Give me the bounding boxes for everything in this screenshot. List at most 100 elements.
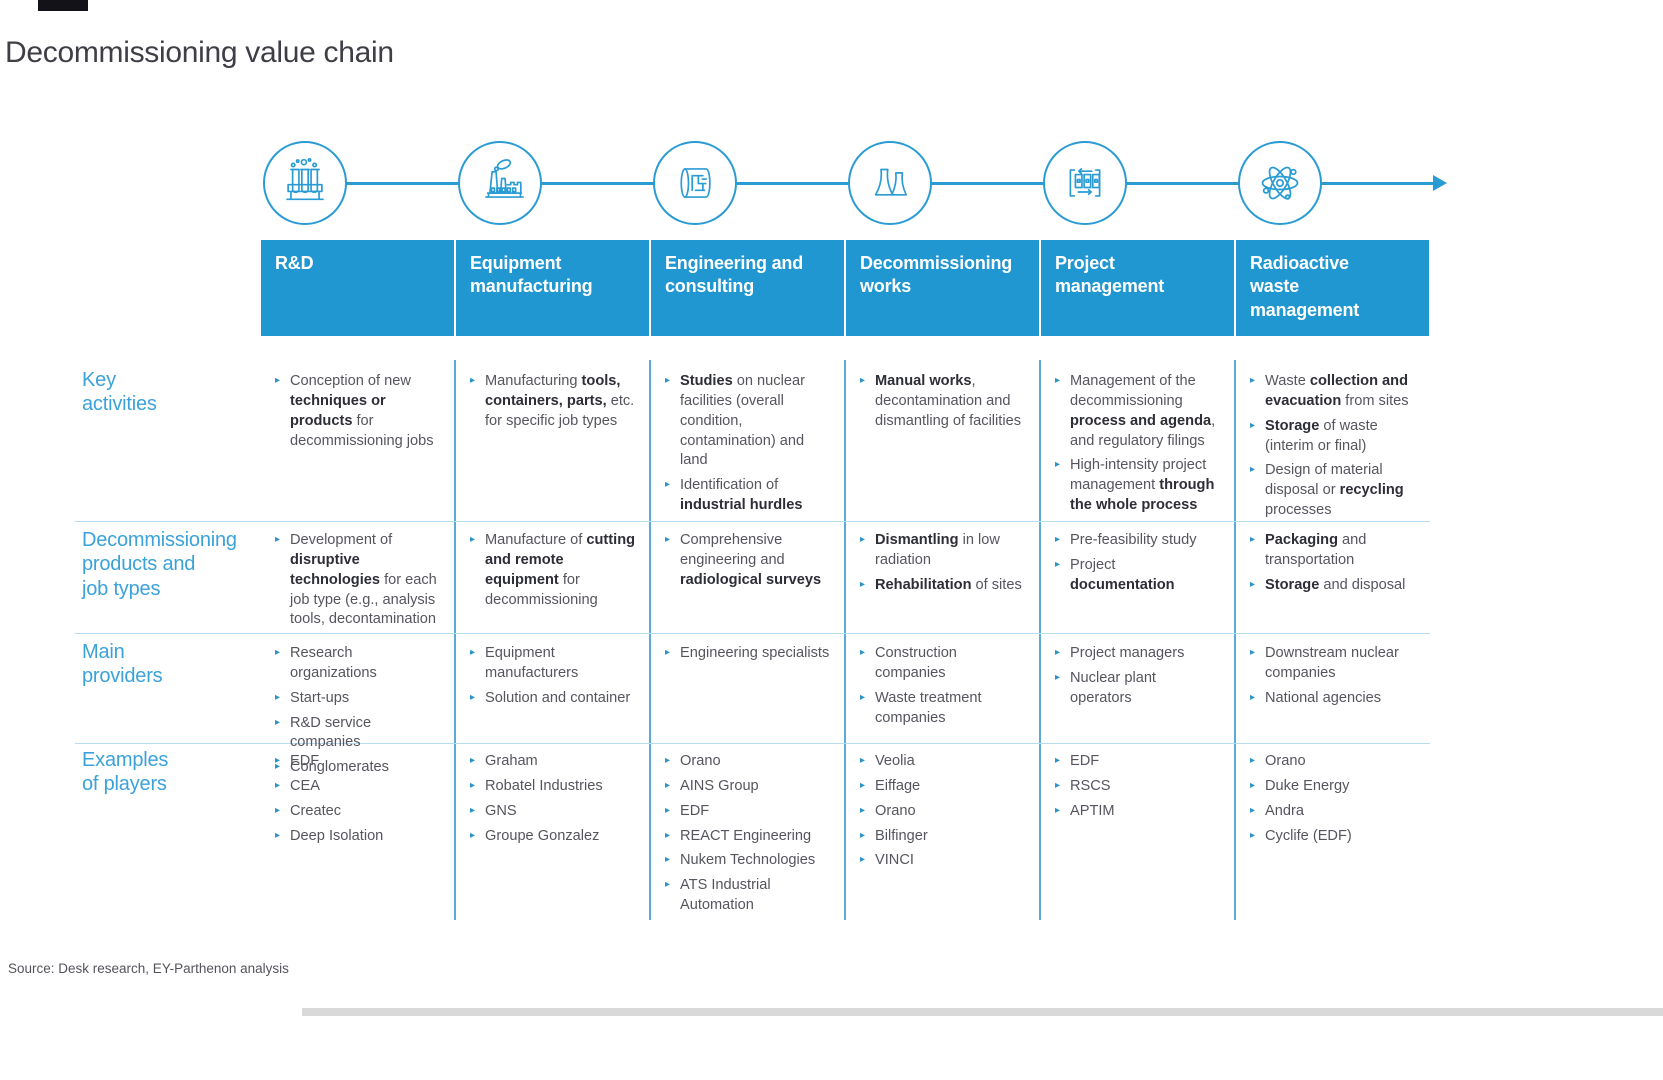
factory-icon	[473, 156, 527, 210]
bullet-triangle-icon: ▸	[665, 879, 671, 891]
bullet-triangle-icon: ▸	[1250, 647, 1256, 658]
table-cell: ▸Packaging and transportation▸Storage an…	[1250, 531, 1416, 601]
bullet-triangle-icon: ▸	[470, 375, 476, 386]
bullet-triangle-icon: ▸	[665, 479, 671, 491]
bullet-text: Development of disruptive technologies f…	[290, 532, 437, 628]
column-header-equipment-manufacturing: Equipment manufacturing	[456, 240, 649, 336]
chain-step-circle-r-d	[263, 141, 347, 225]
bullet-triangle-icon: ▸	[665, 779, 671, 791]
bullet-item: ▸ Solution and container	[470, 689, 636, 709]
bullet-triangle-icon: ▸	[1250, 578, 1256, 590]
bullet-item: ▸Research organizations	[275, 644, 441, 684]
bullet-item: ▸ Manufacturing tools, containers, parts,…	[470, 372, 636, 432]
bullet-item: ▸ Deep Isolation	[275, 827, 441, 847]
bullet-triangle-icon: ▸	[1055, 647, 1061, 658]
bullet-item: ▸Waste treatment companies	[860, 689, 1026, 729]
bullet-text: Deep Isolation	[290, 827, 384, 844]
source-note: Source: Desk research, EY-Parthenon anal…	[8, 961, 289, 976]
bullet-item: ▸Start-ups	[275, 689, 441, 709]
bullet-text: RSCS	[1070, 777, 1111, 794]
bullet-text: Waste treatment companies	[875, 689, 982, 726]
bullet-triangle-icon: ▸	[665, 534, 671, 545]
bullet-text: Project managers	[1070, 645, 1185, 661]
bullet-text: Storage of waste (interim or final)	[1265, 417, 1378, 454]
table-cell: ▸Project managers▸Nuclear plant operator…	[1055, 644, 1221, 714]
bullet-item: ▸Cyclife (EDF)	[1250, 827, 1416, 847]
bullet-text: Conglomerates	[290, 759, 389, 776]
bullet-text: Management of the decommissioning proces…	[1070, 373, 1216, 449]
bullet-triangle-icon: ▸	[665, 829, 671, 841]
bullet-item: ▸ Orano	[665, 752, 831, 772]
bullet-item: ▸Construction companies	[860, 644, 1026, 684]
table-cell: ▸Engineering specialists	[665, 644, 831, 669]
column-header-decommissioning-works: Decommissioning works	[846, 240, 1039, 336]
bullet-item: ▸Groupe Gonzalez	[470, 827, 636, 847]
bullet-item: ▸Manual works, decontamination and disma…	[860, 372, 1026, 432]
page-title: Decommissioning value chain	[5, 36, 394, 69]
bullet-text: Veolia	[875, 753, 915, 769]
bullet-triangle-icon: ▸	[665, 755, 671, 766]
bullet-text: Cyclife (EDF)	[1265, 827, 1352, 844]
bullet-triangle-icon: ▸	[1250, 464, 1256, 476]
bullet-triangle-icon: ▸	[275, 755, 281, 766]
bullet-triangle-icon: ▸	[470, 779, 476, 791]
table-cell: ▸ Waste collection and evacuation from si…	[1250, 372, 1416, 526]
bullet-text: Andra	[1265, 802, 1304, 819]
chain-step-circle-radioactive-waste-management	[1238, 141, 1322, 225]
bullet-text: AINS Group	[680, 777, 759, 794]
table-cell: ▸Downstream nuclear companies▸National a…	[1250, 644, 1416, 714]
bullet-triangle-icon: ▸	[275, 761, 281, 773]
bullet-triangle-icon: ▸	[470, 829, 476, 841]
bullet-text: Design of material disposal or recycling…	[1265, 462, 1404, 519]
bullet-item: ▸Createc	[275, 802, 441, 822]
bullet-text: High-intensity project management throug…	[1070, 457, 1215, 514]
row-divider	[75, 743, 1430, 744]
bullet-text: R&D service companies	[290, 714, 372, 751]
bullet-text: Solution and container	[485, 689, 631, 706]
bullet-item: ▸Graham	[470, 752, 636, 772]
chain-step-circle-equipment-manufacturing	[458, 141, 542, 225]
bullet-text: Studies on nuclear facilities (overall c…	[680, 373, 805, 469]
bullet-text: Conception of new techniques or products…	[290, 373, 434, 449]
bullet-text: VINCI	[875, 852, 914, 869]
bullet-triangle-icon: ▸	[470, 691, 476, 703]
bullet-item: ▸ Conglomerates	[275, 758, 441, 778]
bullet-item: ▸Comprehensive engineering and radiologi…	[665, 531, 831, 591]
bullet-text: Manufacturing tools, containers, parts, …	[485, 373, 635, 429]
bullet-text: Orano	[680, 753, 721, 769]
table-cell: ▸EDF▸CEA▸Createc▸Deep Isolation	[275, 752, 441, 851]
bullet-triangle-icon: ▸	[470, 755, 476, 766]
table-cell: ▸Veolia▸Eiffage▸Orano▸Bilfinger▸VINCI	[860, 752, 1026, 876]
bullet-text: EDF	[1070, 753, 1100, 769]
bullet-text: Waste collection and evacuation from sit…	[1265, 373, 1409, 409]
bullet-triangle-icon: ▸	[1250, 755, 1256, 766]
bullet-triangle-icon: ▸	[275, 779, 281, 791]
row-divider	[75, 521, 1430, 522]
column-divider	[454, 360, 456, 920]
bullet-triangle-icon: ▸	[1250, 779, 1256, 791]
bullet-item: ▸VINCI	[860, 851, 1026, 871]
row-label-key-activities: Key activities	[82, 369, 157, 416]
test-tubes-icon	[278, 156, 332, 210]
bullet-item: ▸ AINS Group	[665, 777, 831, 797]
top-left-mark	[38, 0, 88, 11]
bullet-triangle-icon: ▸	[665, 854, 671, 866]
table-cell: ▸Manual works, decontamination and disma…	[860, 372, 1026, 437]
bullet-item: ▸EDF	[665, 802, 831, 822]
bullet-triangle-icon: ▸	[860, 534, 866, 545]
bullet-text: Orano	[875, 802, 916, 819]
bullet-item: ▸Orano	[1250, 752, 1416, 772]
table-cell: ▸Comprehensive engineering and radiologi…	[665, 531, 831, 596]
bullet-triangle-icon: ▸	[1250, 691, 1256, 703]
bullet-triangle-icon: ▸	[1055, 779, 1061, 791]
chain-step-circle-project-management	[1043, 141, 1127, 225]
bullet-text: EDF	[680, 802, 710, 819]
bullet-item: ▸Orano	[860, 802, 1026, 822]
table-cell: ▸Equipment manufacturers▸Solution and co…	[470, 644, 636, 714]
bullet-item: ▸Packaging and transportation	[1250, 531, 1416, 571]
bullet-item: ▸National agencies	[1250, 689, 1416, 709]
table-cell: ▸Development of disruptive technologies …	[275, 531, 441, 635]
table-cell: ▸EDF▸RSCS▸APTIM	[1055, 752, 1221, 827]
bullet-triangle-icon: ▸	[1055, 671, 1061, 683]
bullet-triangle-icon: ▸	[275, 829, 281, 841]
